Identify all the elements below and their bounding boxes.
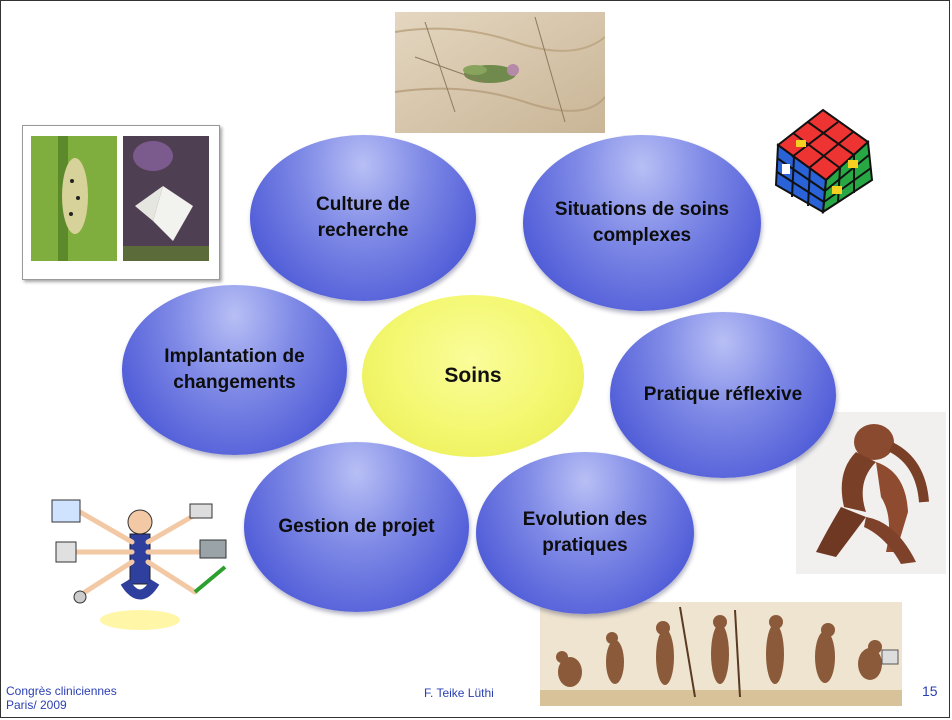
sand-plant-photo	[395, 12, 605, 133]
footer-author: F. Teike Lüthi	[424, 686, 494, 700]
footer-conference: Congrès cliniciennes Paris/ 2009	[6, 684, 117, 712]
rubiks-cube-image	[768, 100, 880, 216]
multitasking-businessman-cartoon	[40, 482, 240, 632]
node-gestion-de-projet: Gestion de projet	[244, 442, 469, 612]
human-evolution-illustration	[540, 602, 902, 706]
thinker-sculpture-photo	[796, 412, 946, 574]
node-pratique-reflexive: Pratique réflexive	[610, 312, 836, 478]
center-node-soins: Soins	[362, 295, 584, 457]
chrysalis-butterfly-photo	[22, 125, 220, 280]
page-number: 15	[922, 683, 938, 699]
